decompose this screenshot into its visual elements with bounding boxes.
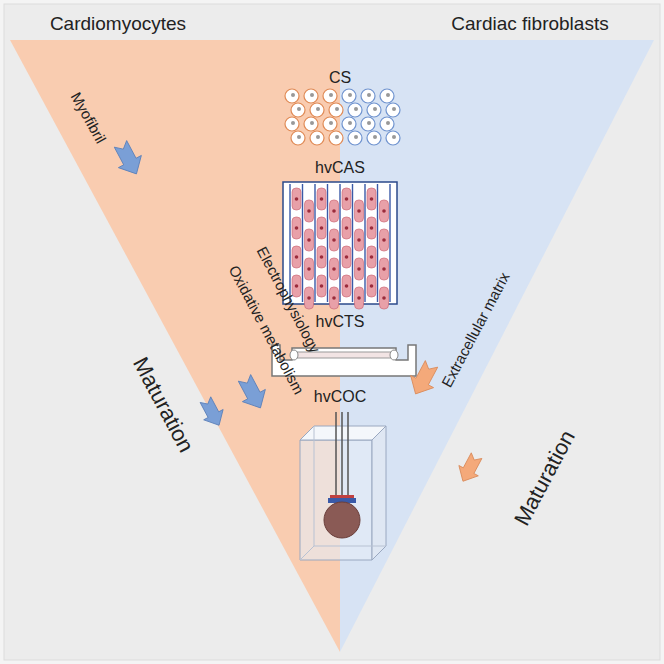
model-label: hvCOC	[314, 388, 366, 406]
hvcas-sheet	[283, 182, 397, 309]
model-label: hvCAS	[315, 159, 365, 177]
panel-heading: Cardiomyocytes	[50, 14, 186, 35]
model-label: CS	[329, 69, 351, 87]
model-label: hvCTS	[316, 313, 365, 331]
cardiomyocyte-half	[10, 40, 340, 652]
maturation-label: Maturation	[510, 426, 580, 529]
hvcoc-chamber	[300, 412, 386, 560]
panel-heading: Cardiac fibroblasts	[451, 14, 608, 35]
feature-label: Extracellular matrix	[439, 270, 513, 390]
feature-label: Myofibril	[67, 90, 109, 147]
cell-suspension	[285, 89, 400, 145]
fibroblast-half	[340, 40, 654, 652]
background-panel	[4, 4, 660, 660]
maturation-label: Maturation	[128, 353, 198, 456]
